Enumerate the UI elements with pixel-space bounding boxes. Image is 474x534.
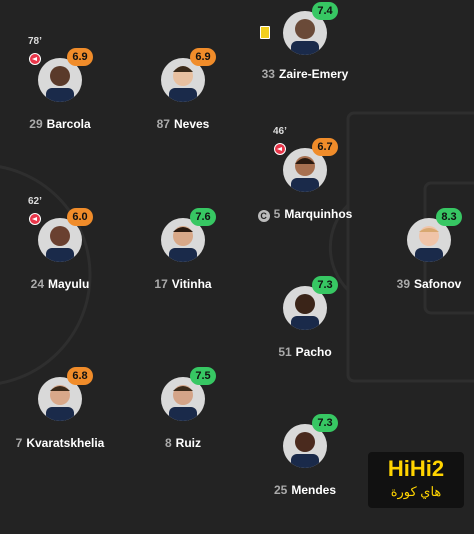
watermark-logo: HiHi2 هاي كورة xyxy=(368,452,464,508)
player-photo xyxy=(283,148,327,192)
penalty-box xyxy=(346,111,474,383)
player-rating: 7.3 xyxy=(312,414,338,432)
player-rating: 7.6 xyxy=(190,208,216,226)
player-rating: 6.0 xyxy=(67,208,93,226)
player-rating: 7.5 xyxy=(190,367,216,385)
player-photo xyxy=(161,218,205,262)
substitution-time: 62’ xyxy=(28,196,42,207)
player-rating: 6.7 xyxy=(312,138,338,156)
substitution-time: 46’ xyxy=(273,126,287,137)
substitution-out-icon xyxy=(29,53,41,65)
watermark-subtitle: هاي كورة xyxy=(390,484,442,499)
player-rating: 8.3 xyxy=(436,208,462,226)
player-rating: 7.3 xyxy=(312,276,338,294)
player-rating: 6.9 xyxy=(190,48,216,66)
substitution-out-icon xyxy=(274,143,286,155)
center-circle-arc xyxy=(0,165,92,385)
player-rating: 7.4 xyxy=(312,2,338,20)
penalty-arc xyxy=(328,203,350,292)
player-photo xyxy=(38,218,82,262)
substitution-time: 78’ xyxy=(28,36,42,47)
player-rating: 6.8 xyxy=(67,367,93,385)
watermark-title: HiHi2 xyxy=(387,456,445,481)
yellow-card-icon xyxy=(260,26,270,39)
player-photo xyxy=(407,218,451,262)
player-rating: 6.9 xyxy=(67,48,93,66)
captain-icon: C xyxy=(257,210,270,222)
player-photo xyxy=(161,377,205,421)
player-photo xyxy=(38,377,82,421)
substitution-out-icon xyxy=(29,213,41,225)
